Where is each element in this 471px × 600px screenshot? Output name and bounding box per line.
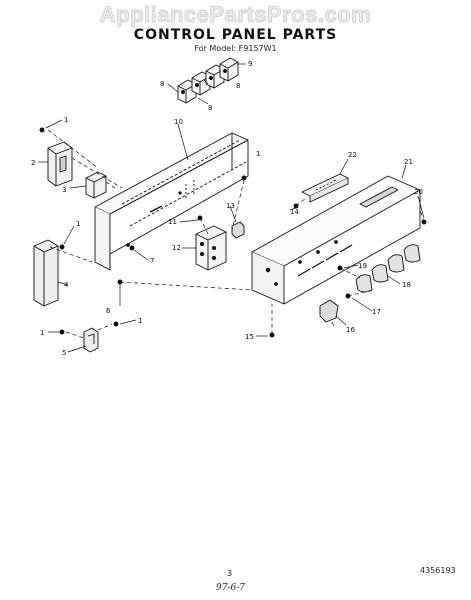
knob-16 bbox=[319, 299, 339, 323]
callout-1: 1 bbox=[138, 317, 142, 325]
callout-3: 3 bbox=[62, 186, 66, 194]
callout-15: 15 bbox=[245, 333, 254, 341]
model-label: For Model: F9157W1 bbox=[194, 44, 277, 53]
end-cap bbox=[33, 239, 59, 307]
trim-piece bbox=[301, 173, 349, 203]
left-bracket bbox=[47, 141, 73, 187]
callout-22: 22 bbox=[348, 151, 357, 159]
callout-13: 13 bbox=[226, 202, 235, 210]
callout-4: 4 bbox=[64, 281, 69, 289]
switch-assembly bbox=[195, 225, 227, 271]
small-bracket bbox=[85, 171, 107, 199]
callout-19: 19 bbox=[358, 262, 367, 270]
callout-1: 1 bbox=[40, 329, 44, 337]
callout-labels: 1 2 3 1 4 1 5 1 6 7 8 8 8 9 10 11 12 13 … bbox=[31, 60, 423, 357]
callout-16: 16 bbox=[346, 326, 355, 334]
watermark: AppliancePartsPros.com bbox=[99, 2, 372, 28]
callout-1: 1 bbox=[256, 150, 260, 158]
callout-1: 1 bbox=[76, 220, 80, 228]
callout-14: 14 bbox=[290, 208, 299, 216]
callout-6: 6 bbox=[106, 307, 111, 315]
callout-8: 8 bbox=[236, 82, 240, 90]
page-title: CONTROL PANEL PARTS bbox=[133, 27, 338, 43]
callout-18: 18 bbox=[402, 281, 411, 289]
callout-1: 1 bbox=[64, 116, 68, 124]
callout-8: 8 bbox=[160, 80, 164, 88]
leader-lines bbox=[38, 63, 425, 353]
small-knob bbox=[231, 221, 245, 239]
clip bbox=[83, 327, 99, 353]
callout-12: 12 bbox=[172, 244, 181, 252]
control-housing bbox=[94, 132, 249, 271]
switch-block-parts bbox=[177, 57, 239, 104]
callout-9: 9 bbox=[248, 60, 252, 68]
callout-17: 17 bbox=[372, 308, 381, 316]
callout-11: 11 bbox=[168, 218, 177, 226]
page-number: 3 bbox=[227, 569, 233, 578]
callout-21: 21 bbox=[404, 158, 413, 166]
callout-20: 20 bbox=[414, 188, 423, 196]
callout-2: 2 bbox=[31, 159, 35, 167]
callout-8: 8 bbox=[208, 104, 212, 112]
assembly-lines bbox=[47, 129, 425, 339]
burner-knobs bbox=[355, 244, 421, 293]
callout-7: 7 bbox=[150, 257, 154, 265]
document-part-number: 4356193 bbox=[420, 566, 456, 575]
handwritten-note: 97-6-7 bbox=[216, 583, 245, 593]
callout-10: 10 bbox=[174, 118, 183, 126]
callout-5: 5 bbox=[62, 349, 66, 357]
control-panel-front bbox=[251, 175, 421, 305]
